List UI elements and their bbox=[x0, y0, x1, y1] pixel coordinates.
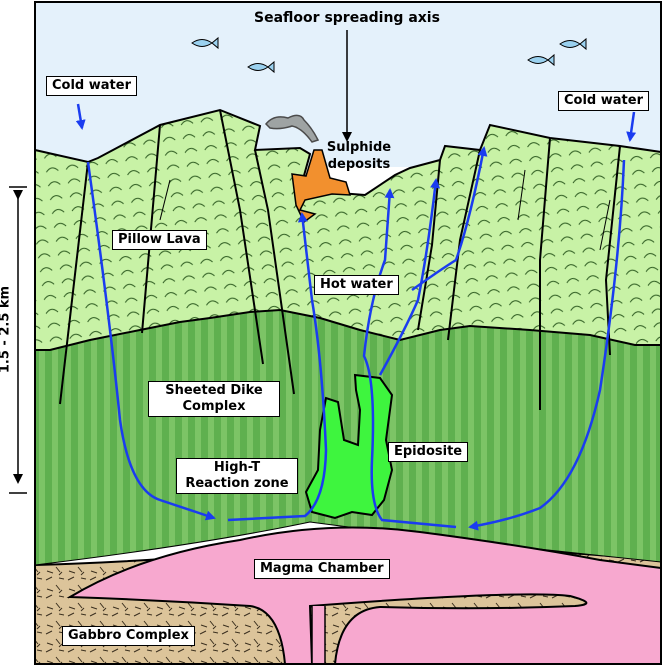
downflow-right-arrow bbox=[468, 159, 626, 531]
magma-chamber bbox=[66, 526, 662, 665]
base-flow-arrow bbox=[362, 188, 457, 529]
gabbro-complex-label: Gabbro Complex bbox=[62, 626, 195, 646]
reaction-zone-label: High-T Reaction zone bbox=[176, 458, 298, 494]
cold-water-right-arrow bbox=[626, 111, 637, 142]
sulphide-deposits-label: Sulphide deposits bbox=[314, 139, 404, 173]
reaction-label-line1: High-T bbox=[213, 460, 261, 475]
upflow-arrow-3 bbox=[411, 146, 488, 292]
sheeted-label-line1: Sheeted Dike bbox=[165, 383, 263, 398]
downflow-left-arrow bbox=[86, 161, 216, 521]
reaction-label-line2: Reaction zone bbox=[185, 476, 289, 491]
minor-fractures bbox=[159, 169, 611, 251]
cold-water-left-arrow bbox=[75, 103, 86, 130]
cold-water-right-label: Cold water bbox=[558, 91, 649, 111]
smoke-plume-icon bbox=[264, 114, 320, 143]
sulphide-label-line1: Sulphide bbox=[326, 140, 392, 155]
fault-lines bbox=[59, 109, 621, 410]
sheeted-dike-layer bbox=[34, 295, 662, 566]
cold-water-left-label: Cold water bbox=[46, 76, 137, 96]
epidosite-body bbox=[304, 373, 394, 520]
magma-feeder bbox=[311, 606, 326, 665]
pillow-lava-layer bbox=[34, 108, 662, 351]
sheeted-dike-label: Sheeted Dike Complex bbox=[148, 381, 280, 417]
magma-chamber-label: Magma Chamber bbox=[254, 559, 390, 579]
fish-icon bbox=[191, 36, 587, 74]
pillow-lava-label: Pillow Lava bbox=[112, 230, 207, 250]
sheeted-label-line2: Complex bbox=[182, 399, 246, 414]
epidosite-label: Epidosite bbox=[388, 442, 469, 462]
flow-arrows bbox=[75, 103, 637, 531]
depth-scale-label: 1.5 - 2.5 km bbox=[0, 285, 13, 374]
sulphide-label-line2: deposits bbox=[327, 157, 391, 172]
upflow-arrow-2 bbox=[378, 178, 441, 376]
reaction-flow-arrow bbox=[227, 212, 328, 522]
diagram-frame bbox=[34, 1, 662, 665]
diagram-title: Seafloor spreading axis bbox=[254, 10, 440, 26]
depth-scale bbox=[9, 186, 27, 494]
hot-water-label: Hot water bbox=[314, 275, 399, 295]
